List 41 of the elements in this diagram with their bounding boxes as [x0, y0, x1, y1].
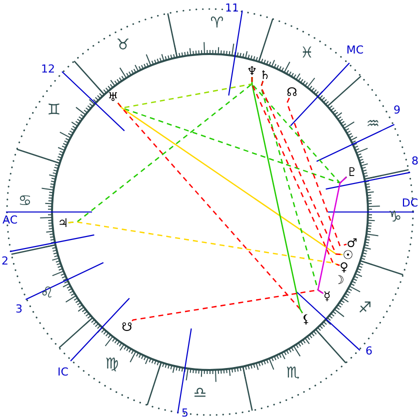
planet-glyph: ♇	[346, 166, 358, 178]
planet-glyph: ♆	[246, 65, 258, 77]
planet-glyph: ☿	[323, 290, 331, 302]
house-number: 6	[366, 346, 372, 356]
planet-glyph: ☊	[286, 86, 298, 98]
planet-glyph: ☉	[342, 249, 354, 261]
house-number: 12	[41, 64, 55, 74]
angle-label: IC	[58, 366, 68, 378]
aspect-line	[286, 98, 347, 247]
aspect-line	[260, 80, 343, 256]
planet-glyph: ⚸	[302, 313, 310, 325]
zodiac-sign-glyph: ♋	[18, 194, 32, 208]
zodiac-sign-glyph: ♒	[366, 116, 380, 132]
planet-glyph: ♀	[340, 261, 348, 273]
zodiac-sign-glyph: ♌	[40, 286, 54, 300]
house-number: 5	[182, 408, 188, 418]
planet-glyph: ♂	[346, 237, 358, 249]
house-number: 2	[2, 256, 8, 266]
zodiac-sign-glyph: ♈	[210, 16, 224, 30]
zodiac-sign-glyph: ♑	[388, 210, 402, 224]
zodiac-sign-glyph: ♍	[105, 356, 119, 372]
aspect-line	[317, 176, 348, 294]
house-number: 11	[225, 2, 239, 14]
planet-glyph: ☋	[122, 321, 132, 333]
zodiac-sign-glyph: ♎	[193, 386, 207, 400]
zodiac-sign-glyph: ♐	[358, 300, 372, 316]
house-number: 3	[16, 304, 22, 314]
zodiac-sign-glyph: ♉	[116, 38, 130, 52]
planet-glyph: ♅	[108, 91, 118, 103]
zodiac-sign-glyph: ♓	[300, 46, 314, 60]
zodiac-sign-glyph: ♏	[286, 366, 300, 380]
planet-glyph: ♃	[58, 217, 68, 229]
zodiac-sign-glyph: ♊	[47, 102, 61, 118]
house-number: 8	[412, 156, 418, 166]
angle-label: MC	[346, 44, 364, 56]
angle-label: AC	[2, 214, 18, 226]
aspect-line	[251, 77, 340, 266]
house-number: 9	[394, 104, 400, 116]
planet-glyph: ♄	[260, 69, 270, 81]
planet-glyph: ☽	[334, 274, 344, 286]
angle-label: DC	[402, 198, 418, 208]
